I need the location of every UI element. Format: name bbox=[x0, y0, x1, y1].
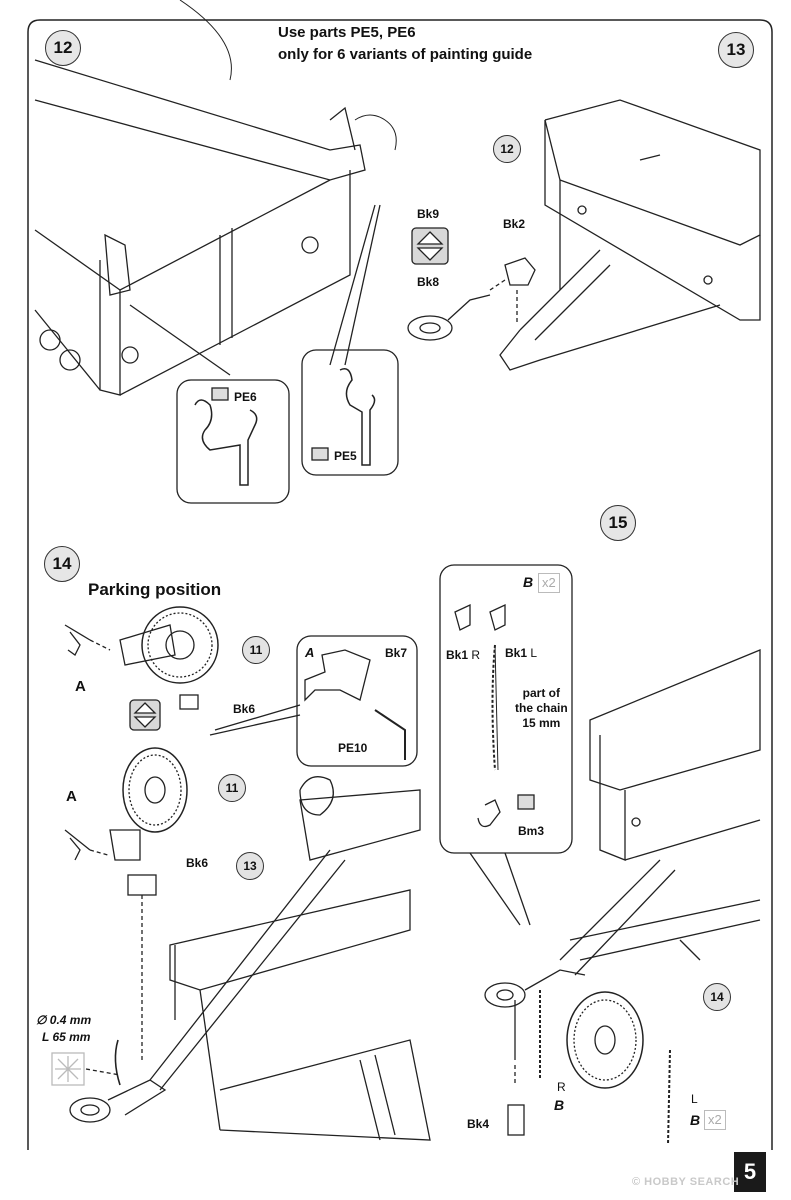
bk1-r-side: R bbox=[471, 648, 481, 662]
label-bk7: Bk7 bbox=[385, 646, 408, 660]
label-a-bottom: A bbox=[66, 788, 77, 805]
label-bk9: Bk9 bbox=[417, 207, 440, 221]
watermark-brand: © HOBBY SEARCH bbox=[632, 1176, 739, 1188]
bk1-l-side: L bbox=[530, 646, 538, 660]
ref-part-11-top: 11 bbox=[242, 636, 270, 664]
label-pe6: PE6 bbox=[234, 390, 257, 404]
bk1-l-code: Bk1 bbox=[505, 646, 528, 660]
step-15-number: 15 bbox=[600, 505, 636, 541]
wire-length: L 65 mm bbox=[42, 1030, 91, 1044]
label-b-right: B bbox=[554, 1097, 565, 1113]
parts-note-line1: Use parts PE5, PE6 bbox=[278, 24, 416, 41]
step-14-number: 14 bbox=[44, 546, 80, 582]
quantity-x2-left: x2 bbox=[704, 1110, 726, 1130]
label-pe10: PE10 bbox=[338, 741, 368, 755]
label-bk6-top: Bk6 bbox=[233, 702, 256, 716]
quantity-x2-detail: x2 bbox=[538, 573, 560, 593]
label-bk1-r: Bk1 R bbox=[446, 648, 480, 662]
ref-part-14: 14 bbox=[703, 983, 731, 1011]
label-a-top: A bbox=[75, 678, 86, 695]
label-pe5: PE5 bbox=[334, 449, 357, 463]
copyright-symbol: © bbox=[632, 1176, 641, 1188]
bk1-r-code: Bk1 bbox=[446, 648, 469, 662]
parking-position-heading: Parking position bbox=[88, 580, 222, 599]
ref-part-11-bottom: 11 bbox=[218, 774, 246, 802]
label-detail-a: A bbox=[305, 645, 315, 660]
parts-note-line2: only for 6 variants of painting guide bbox=[278, 46, 533, 63]
label-bk1-l: Bk1 L bbox=[505, 646, 537, 660]
chain-length-note: part of the chain 15 mm bbox=[515, 686, 568, 730]
page-number: 5 bbox=[734, 1152, 766, 1192]
label-r-side: R bbox=[557, 1080, 566, 1094]
step-12-number: 12 bbox=[45, 30, 81, 66]
label-bk8: Bk8 bbox=[417, 275, 440, 289]
label-b-left: B bbox=[690, 1112, 701, 1128]
label-bm3: Bm3 bbox=[518, 824, 545, 838]
parts-note: Use parts PE5, PE6 only for 6 variants o… bbox=[278, 22, 538, 66]
label-bk4: Bk4 bbox=[467, 1117, 490, 1131]
label-detail-b: B bbox=[523, 574, 534, 590]
label-l-side: L bbox=[691, 1092, 698, 1106]
ref-part-12: 12 bbox=[493, 135, 521, 163]
step-13-number: 13 bbox=[718, 32, 754, 68]
brand-name: HOBBY SEARCH bbox=[644, 1176, 740, 1188]
label-bk2: Bk2 bbox=[503, 217, 526, 231]
label-bk6-bottom: Bk6 bbox=[186, 856, 209, 870]
ref-part-13: 13 bbox=[236, 852, 264, 880]
wire-diameter: ∅ 0.4 mm bbox=[36, 1013, 92, 1027]
